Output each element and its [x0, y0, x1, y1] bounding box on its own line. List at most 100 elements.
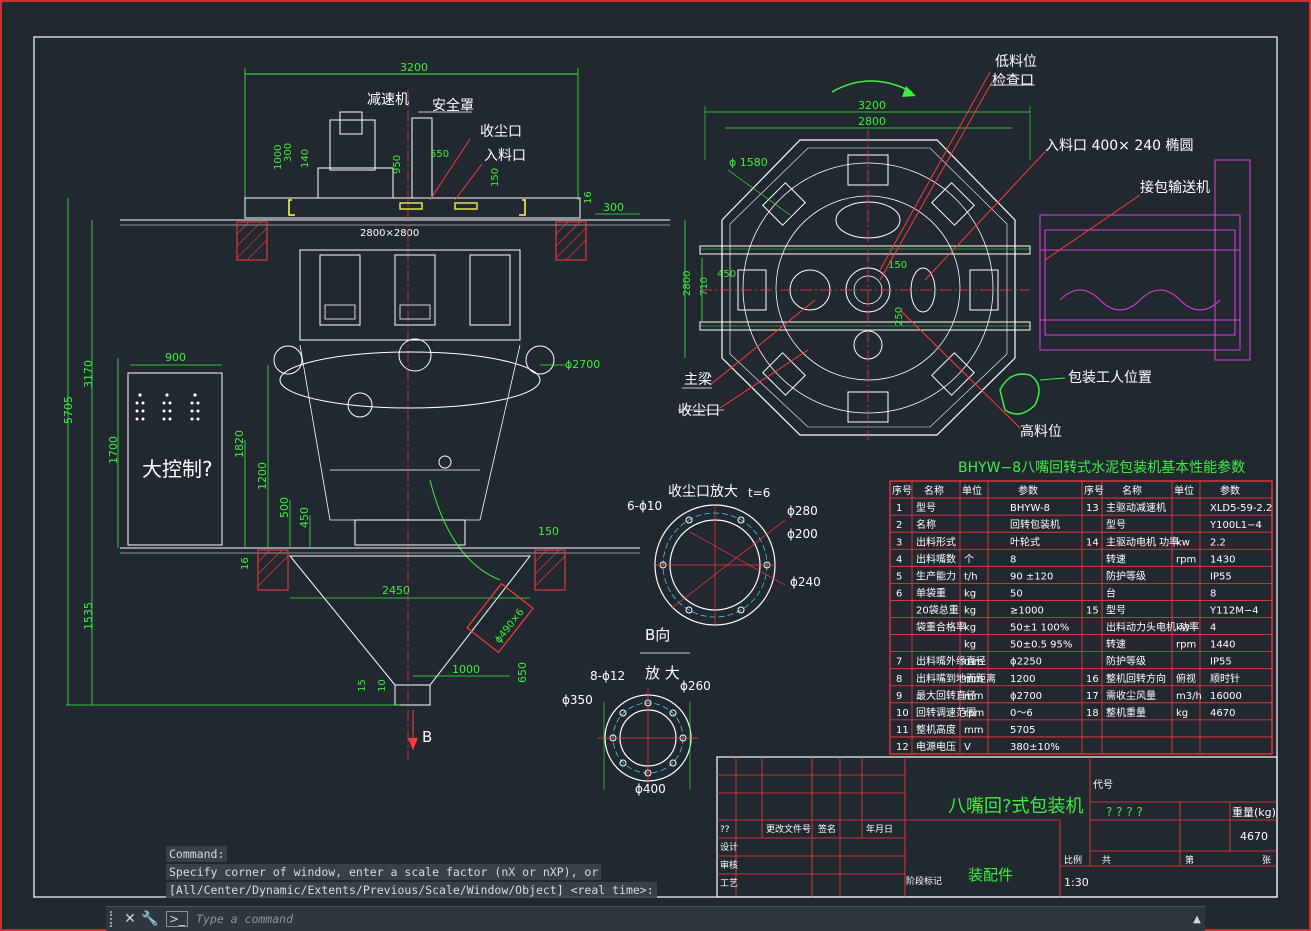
- dim-pit: 2800×2800: [360, 228, 419, 239]
- dim-16: 16: [583, 191, 594, 204]
- spec-right-no: 17: [1086, 691, 1099, 702]
- spec-right-value: IP55: [1210, 571, 1232, 582]
- label-main-beam: 主梁: [684, 372, 712, 388]
- spec-header-1: 名称: [924, 484, 944, 497]
- wrench-icon[interactable]: 🔧: [141, 911, 159, 927]
- spec-left-value: 叶轮式: [1010, 535, 1040, 548]
- detail-b-holes: 8-ϕ12: [590, 669, 625, 683]
- spec-right-unit: kw: [1176, 537, 1190, 548]
- dim-1000b: 1000: [452, 663, 480, 676]
- spec-left-no: 12: [896, 742, 909, 753]
- spec-left-name: 回转调速范围: [916, 706, 976, 719]
- spec-right-value: 4: [1210, 623, 1216, 634]
- dim-15: 15: [357, 679, 368, 692]
- label-conveyor: 接包输送机: [1140, 179, 1210, 196]
- tb-scale: 1:30: [1064, 876, 1089, 889]
- spec-right-name: 出料动力头电机 功率: [1106, 621, 1199, 634]
- spec-right-unit: kw: [1176, 623, 1190, 634]
- spec-right-value: 2.2: [1210, 537, 1226, 548]
- spec-left-unit: 个: [964, 553, 974, 565]
- dim-900: 900: [165, 351, 186, 364]
- label-high-level: 高料位: [1020, 423, 1062, 440]
- spec-left-no: 11: [896, 725, 909, 736]
- plan-dim-250: 250: [894, 307, 905, 326]
- dim-2700: ϕ2700: [565, 358, 600, 371]
- spec-left-value: 0～6: [1010, 708, 1033, 719]
- spec-right-name: 型号: [1106, 604, 1126, 617]
- detail-b-350: ϕ350: [562, 693, 593, 707]
- spec-right-name: 整机重量: [1106, 706, 1146, 719]
- spec-left-value: ϕ2250: [1010, 657, 1042, 668]
- spec-left-unit: mm: [964, 657, 983, 668]
- spec-left-name: 整机高度: [916, 723, 956, 736]
- label-safety-cover: 安全罩: [432, 97, 474, 114]
- spec-left-value: 90 ±120: [1010, 571, 1053, 582]
- spec-right-name: 主驱动电机 功率: [1106, 535, 1179, 548]
- tb-title: 八嘴回?式包装机: [948, 796, 1084, 817]
- spec-right-value: IP55: [1210, 657, 1232, 668]
- plan-dim-1580: ϕ 1580: [729, 156, 768, 169]
- spec-header-0: 序号: [892, 484, 912, 497]
- tb-cell-4: 年月日: [866, 823, 893, 835]
- spec-right-no: 16: [1086, 674, 1099, 685]
- label-worker: 包装工人位置: [1068, 370, 1152, 386]
- detail-b-title1: B向: [645, 626, 670, 644]
- label-low-level: 低料位: [995, 54, 1037, 70]
- tb-sheets: 共: [1102, 855, 1111, 866]
- spec-left-value: 50: [1010, 588, 1023, 599]
- spec-left-no: 9: [896, 691, 902, 702]
- plan-dim-450: 450: [717, 269, 736, 280]
- spec-left-unit: mm: [964, 674, 983, 685]
- detail-a-title: 收尘口放大: [668, 484, 738, 500]
- tb-weight: 4670: [1240, 830, 1268, 843]
- spec-left-unit: kg: [964, 640, 976, 651]
- dim-140: 140: [300, 149, 311, 168]
- title-block: 八嘴回?式包装机 代号 ? ? ? ? 重量(kg) 4670 装配件 比例 1…: [716, 756, 1278, 898]
- label-dust-port: 收尘口: [480, 124, 522, 140]
- command-prompt-icon[interactable]: >_: [166, 911, 189, 927]
- spec-right-name: 需收尘风量: [1106, 689, 1156, 702]
- conveyor-drawing: [1039, 159, 1251, 361]
- grip-handle[interactable]: [110, 911, 120, 927]
- dim-950: 950: [392, 155, 403, 174]
- spec-left-name: 出料形式: [916, 535, 956, 548]
- spec-left-value: 380±10%: [1010, 742, 1060, 753]
- spec-left-value: 8: [1010, 554, 1016, 565]
- plan-dim-3200: 3200: [858, 99, 886, 112]
- dim-300v: 300: [283, 143, 294, 162]
- dim-16b: 16: [240, 557, 251, 570]
- label-feed-port: 入料口: [484, 148, 526, 164]
- dim-150: 150: [490, 168, 501, 187]
- spec-right-name: 台: [1106, 586, 1116, 599]
- label-reducer: 减速机: [367, 92, 409, 108]
- spec-left-name: 名称: [916, 518, 936, 531]
- dim-650: 650: [516, 662, 529, 683]
- elevation-view: 3200 2800×2800: [62, 61, 670, 760]
- command-line-bar: ✕ 🔧 >_ ▲: [106, 906, 1205, 931]
- spec-left-value: BHYW-8: [1010, 503, 1050, 514]
- tb-sheet: 第: [1185, 854, 1194, 866]
- label-control-cabinet: 大控制?: [142, 457, 213, 481]
- spec-left-value: 50±0.5 95%: [1010, 640, 1072, 651]
- spec-right-name: 型号: [1106, 518, 1126, 531]
- command-input[interactable]: [194, 911, 1189, 927]
- spec-left-name: 最大回转直径: [916, 689, 976, 702]
- spec-left-no: 8: [896, 674, 902, 685]
- spec-left-no: 6: [896, 588, 902, 599]
- close-icon[interactable]: ✕: [124, 911, 136, 927]
- dim-550: 550: [430, 149, 449, 160]
- dim-500: 500: [278, 497, 291, 518]
- tb-assembly: 装配件: [968, 866, 1013, 884]
- spec-left-no: 7: [896, 657, 902, 668]
- spec-left-value: 1200: [1010, 674, 1035, 685]
- detail-a-holes: 6-ϕ10: [627, 499, 662, 513]
- spec-header-6: 单位: [1174, 484, 1194, 497]
- command-history-toggle-icon[interactable]: ▲: [1193, 913, 1201, 925]
- spec-left-no: 3: [896, 537, 902, 548]
- octagon-frame: [721, 139, 1016, 436]
- spec-right-unit: 俯视: [1176, 672, 1196, 685]
- spec-left-value: ≥1000: [1010, 606, 1044, 617]
- spec-left-value: 回转包装机: [1010, 518, 1060, 531]
- dim-300: 300: [603, 201, 624, 214]
